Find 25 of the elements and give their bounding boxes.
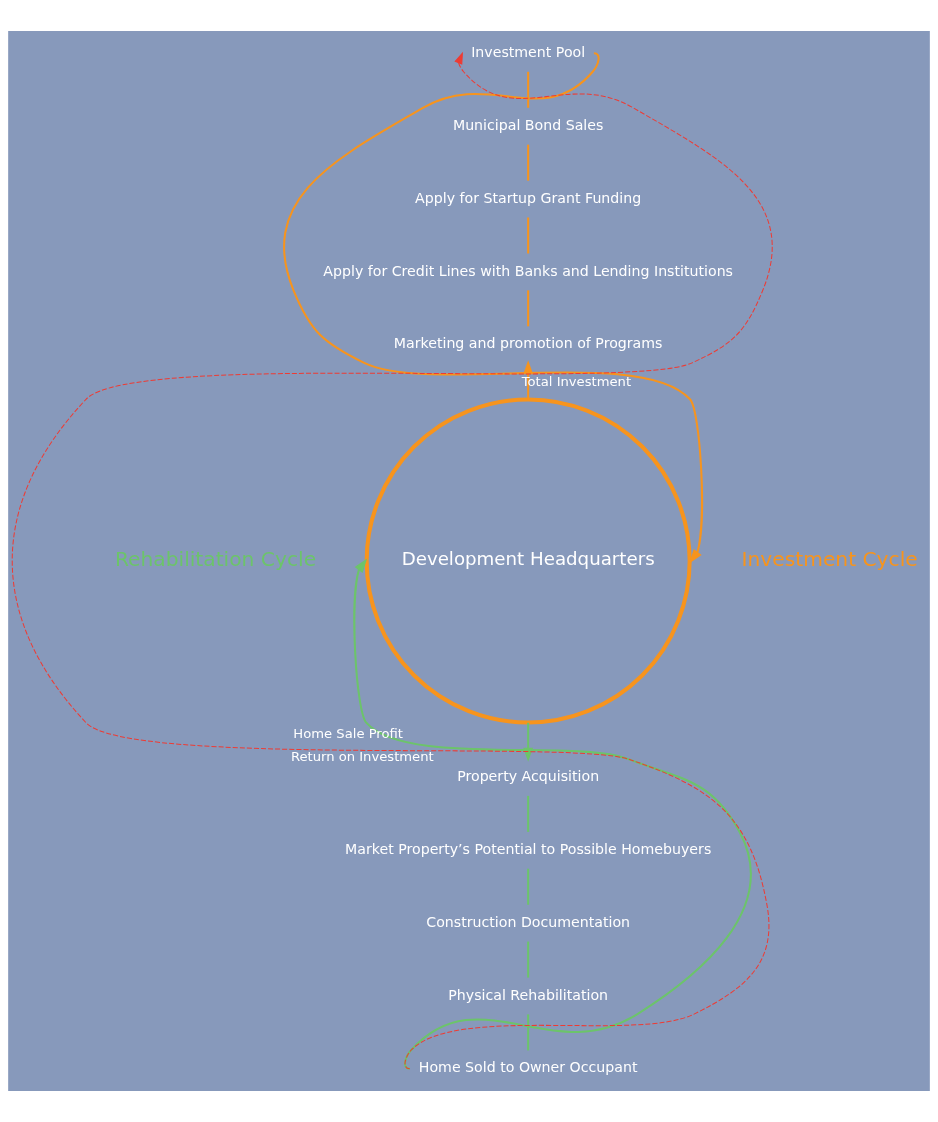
connector [527,795,530,832]
node-text: Investment Pool [471,44,586,60]
connector [527,290,530,327]
connector [527,941,530,978]
node-text: Physical Rehabilitation [448,986,609,1003]
connector [527,71,530,108]
node-text: Home Sold to Owner Occupant [418,1059,638,1076]
connector [527,868,530,905]
connector [527,217,530,254]
node-text: Apply for Startup Grant Funding [415,189,642,206]
edge-label: Return on Investment [290,749,434,765]
node-text: Marketing and promotion of Programs [393,335,663,352]
node-text: Apply for Credit Lines with Banks and Lending Institutions [323,262,733,279]
arrow [283,52,703,564]
connector [527,144,530,181]
node-text: Market Property’s Potential to Possible Homebuyers [345,840,712,857]
label: Investment Cycle [741,547,918,572]
arrow [11,51,773,1070]
node-text: Construction Documentation [426,913,631,930]
label: Rehabilitation Cycle [114,547,317,572]
arrow [353,558,752,1070]
connector [527,1014,530,1051]
node-circle: Development Headquarters [364,397,692,725]
node-text: Municipal Bond Sales [452,116,604,133]
node-text: Property Acquisition [457,768,600,785]
